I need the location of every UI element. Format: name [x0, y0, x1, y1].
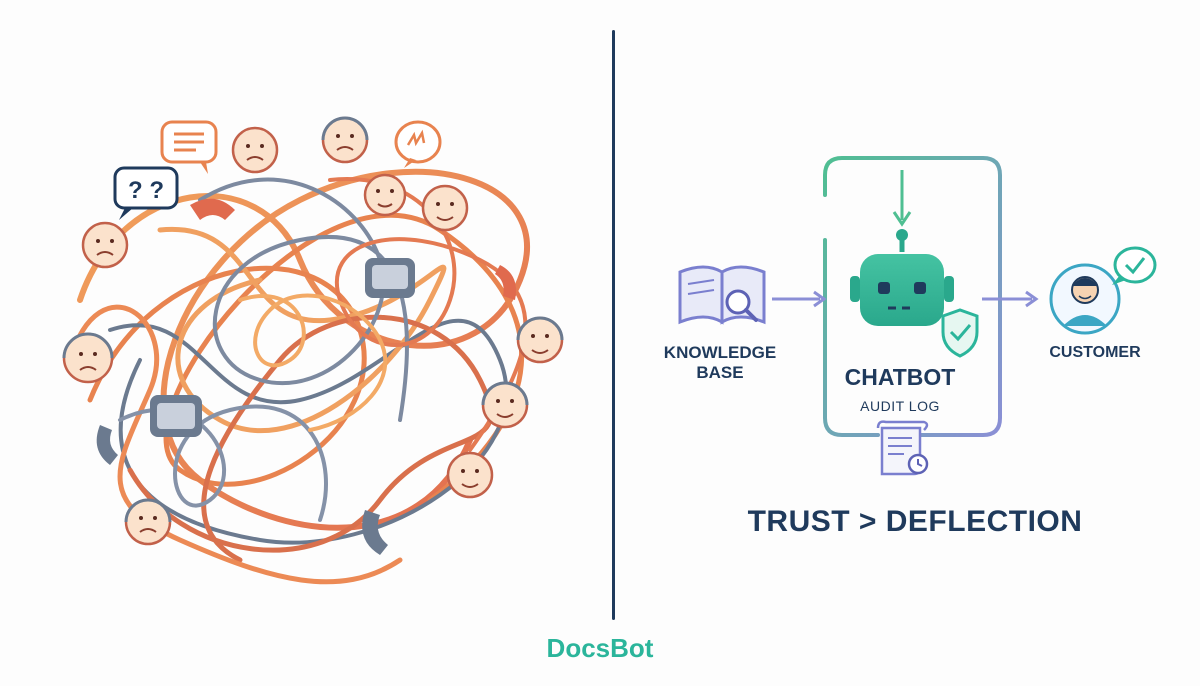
customer-label: CUSTOMER: [1049, 344, 1141, 361]
arrow-kb-to-bot-head: [813, 290, 827, 308]
customer-avatar-icon: [1049, 263, 1121, 335]
arrow-bot-to-customer-head: [1025, 290, 1039, 308]
tagline: TRUST > DEFLECTION: [747, 505, 1083, 538]
robot-icon: [850, 229, 954, 326]
book-magnifier-icon: [678, 265, 766, 325]
audit-log-scroll-icon: [876, 420, 929, 476]
speech-bubble-lines-icon: [160, 120, 218, 174]
flow-panel: KNOWLEDGE BASE CHATBOT AUDIT LOG CUSTOME…: [620, 0, 1200, 686]
speech-bubble-angry-icon: [394, 120, 442, 168]
face-eyes: [79, 134, 549, 520]
face-features: [79, 146, 549, 533]
tangled-cords-illustration: ? ?: [62, 116, 564, 585]
shield-check-icon: [941, 308, 979, 358]
phone-handset-icon: [96, 198, 516, 555]
audit-log-label: AUDIT LOG: [860, 398, 940, 414]
knowledge-base-label: KNOWLEDGE BASE: [663, 343, 777, 382]
down-arrow-head: [892, 211, 912, 227]
speech-bubble-question-icon: ? ?: [113, 166, 179, 220]
brand-logo: DocsBot: [546, 633, 654, 663]
question-marks: ? ?: [128, 177, 164, 204]
chatbot-label: CHATBOT: [844, 364, 956, 390]
cord-tangle: [67, 168, 530, 585]
panel-divider: [612, 30, 615, 620]
check-speech-bubble-icon: [1112, 246, 1157, 285]
chatbot-flow-diagram: [678, 156, 1157, 476]
chatbot-frame: [823, 156, 1002, 437]
frustrated-face-icon: [62, 116, 564, 546]
headset-icon: [62, 116, 564, 523]
chaos-panel: ? ?: [62, 116, 564, 585]
